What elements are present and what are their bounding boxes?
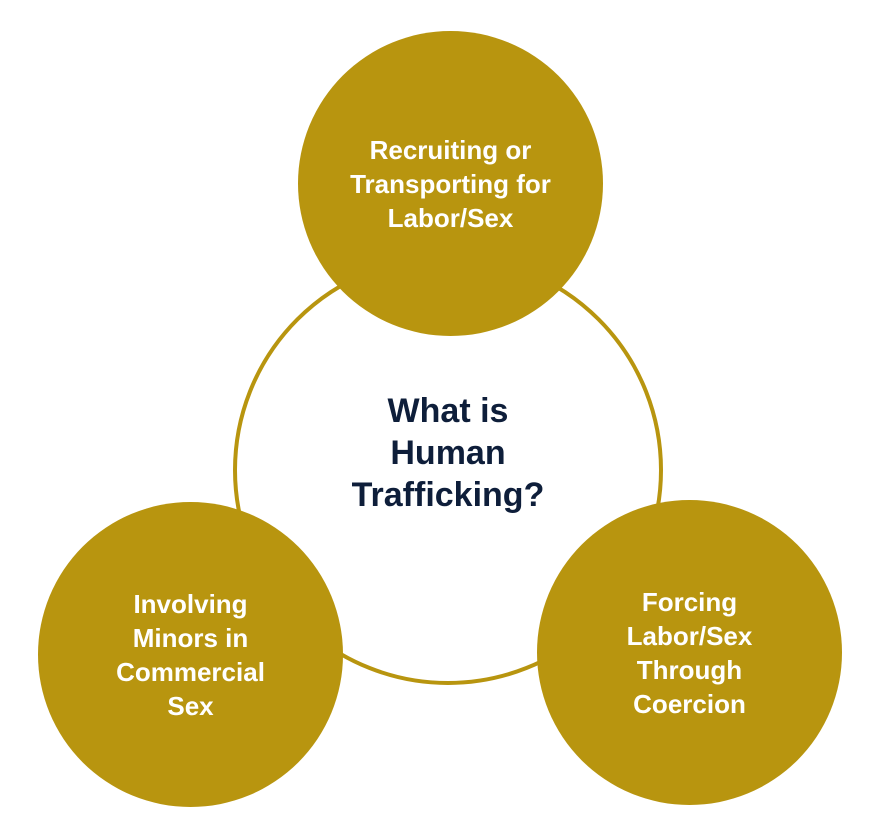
node-label-line: Recruiting or (369, 134, 532, 165)
node-label-line: Coercion (633, 688, 746, 719)
node-involving-minors: Involving Minors in Commercial Sex (38, 502, 343, 807)
node-label-line: Commercial (116, 656, 265, 687)
node-label-line: Labor/Sex (626, 620, 753, 651)
node-label-line: Minors in (132, 622, 249, 653)
node-label-line: Sex (167, 690, 214, 721)
node-label: Recruiting or Transporting for Labor/Sex (350, 133, 551, 235)
center-label: What is Human Trafficking? (298, 390, 598, 516)
node-label-line: Forcing (641, 586, 738, 617)
node-recruiting-transporting: Recruiting or Transporting for Labor/Sex (298, 31, 603, 336)
node-label-line: Involving (133, 588, 248, 619)
node-label: Involving Minors in Commercial Sex (116, 587, 265, 723)
node-label-line: Through (636, 654, 743, 685)
node-label-line: Transporting for (350, 168, 551, 199)
node-label: Forcing Labor/Sex Through Coercion (627, 585, 753, 721)
node-label-line: Labor/Sex (387, 202, 514, 233)
center-label-line: What is (387, 392, 509, 430)
center-label-line: Human (390, 434, 506, 472)
node-forcing-coercion: Forcing Labor/Sex Through Coercion (537, 500, 842, 805)
center-label-line: Trafficking? (351, 476, 545, 514)
